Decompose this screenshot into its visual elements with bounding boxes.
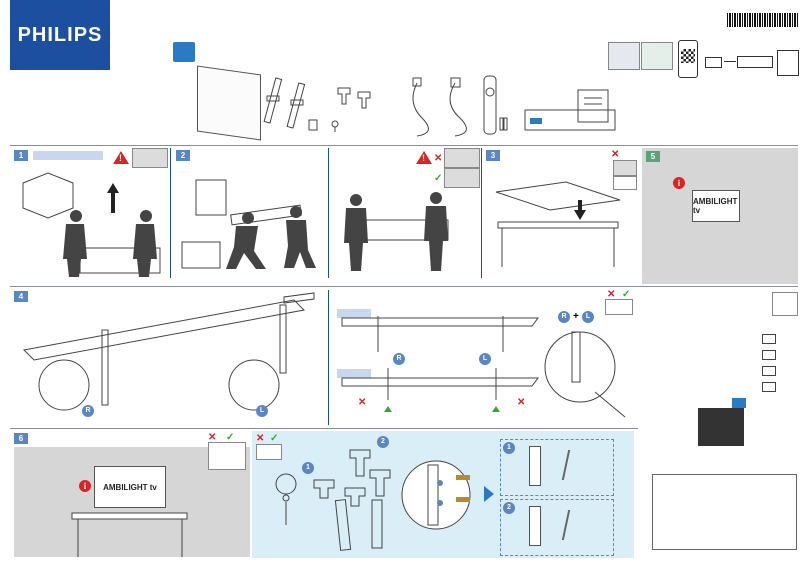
size-icon [762, 350, 776, 360]
size-icon [762, 366, 776, 376]
bracket-tag-icon [732, 398, 746, 408]
info-icon: i [79, 480, 91, 492]
tv-network-icon [641, 42, 673, 70]
cloth-icon [613, 176, 637, 190]
divider [328, 148, 329, 278]
plus-sign: + [573, 311, 579, 322]
cross-mark: ✕ [256, 433, 265, 444]
step-caption [33, 151, 103, 160]
stand-detail [529, 446, 541, 486]
sub-step-2-box [500, 499, 614, 556]
variant-label [337, 369, 371, 378]
tv-setup-icon [608, 42, 640, 70]
sub-step-badge: 1 [503, 442, 515, 454]
brackets-icon [337, 87, 371, 109]
wall-mount-icon [524, 89, 616, 131]
screwdriver-type-icon [256, 444, 282, 460]
unpack-illustration [22, 172, 161, 277]
sub-step-badge: 1 [302, 462, 314, 474]
feet-position-illustration [341, 316, 539, 412]
sub-step-1-box [500, 439, 614, 496]
arrow-icon [724, 61, 736, 62]
qr-code-icon [678, 40, 698, 78]
power-cable-icon [412, 77, 467, 137]
philips-logo: PHILIPS [10, 0, 110, 70]
divider [10, 428, 638, 429]
tick-mark: ✓ [270, 433, 279, 444]
dimensions-diagram [652, 474, 797, 550]
barcode [727, 13, 799, 27]
step-number: 5 [646, 151, 660, 162]
surface-icon [613, 160, 637, 176]
correct-image [444, 168, 480, 188]
website-icon [777, 50, 799, 76]
stand-detail [529, 506, 541, 546]
variant-label [337, 309, 371, 318]
divider [10, 286, 798, 287]
step-number: 1 [14, 150, 28, 161]
cross-mark: ✕ [517, 397, 526, 408]
divider [328, 290, 329, 425]
search-field-icon [737, 56, 773, 68]
divider [10, 145, 798, 146]
left-foot-badge: L [479, 353, 491, 365]
sub-step-badge: 2 [503, 502, 515, 514]
step-number: 4 [14, 291, 28, 302]
next-arrow-icon [484, 486, 494, 502]
cross-mark: ✕ [358, 397, 367, 408]
warning-image [132, 148, 168, 168]
tools-icon [772, 292, 798, 316]
warning-icon: ! [416, 151, 432, 164]
remote-icon [483, 75, 508, 135]
right-foot-badge: R [558, 311, 570, 323]
tv-panel-icon [197, 65, 261, 141]
wall-bracket-image [698, 408, 744, 446]
attach-feet-illustration [22, 292, 315, 411]
divider [170, 148, 171, 278]
tv-table [71, 512, 188, 557]
cross-mark: ✕ [434, 153, 443, 164]
size-icon [762, 382, 776, 392]
stand-usage-icon [208, 442, 246, 470]
right-foot-badge: R [393, 353, 405, 365]
box-icon [173, 42, 195, 62]
step-number: 6 [14, 433, 28, 444]
feet-icon [263, 77, 306, 129]
cross-mark: ✕ [607, 289, 616, 300]
left-foot-badge: L [582, 311, 594, 323]
tick-mark: ✓ [434, 173, 443, 184]
right-foot-badge: R [82, 405, 94, 417]
divider [481, 148, 482, 278]
manual-icon [705, 57, 722, 68]
cross-mark: ✕ [611, 149, 620, 160]
screw-feet-illustration [544, 331, 626, 418]
left-foot-badge: L [256, 405, 268, 417]
table-placement-illustration [495, 181, 621, 267]
tick-mark: ✓ [226, 432, 235, 443]
sub-step-badge: 2 [377, 436, 389, 448]
cross-mark: ✕ [208, 432, 217, 443]
screw-instruction-icon [275, 473, 297, 525]
screwdriver-type-icon [605, 299, 633, 315]
brand-name: PHILIPS [17, 23, 103, 46]
stand-parts-illustration [313, 449, 391, 551]
ambilight-tv-screen: AMBILIGHT tv [94, 466, 166, 508]
step-number: 2 [176, 150, 190, 161]
carry-tv-illustration [344, 192, 449, 271]
foot-detail [561, 510, 605, 540]
info-icon: i [673, 177, 685, 189]
step-number: 3 [486, 150, 500, 161]
tick-mark: ✓ [622, 289, 631, 300]
lift-tv-illustration [181, 179, 316, 269]
size-icon [762, 334, 776, 344]
ambilight-tv-screen: AMBILIGHT tv [692, 190, 740, 222]
warning-icon: ! [113, 151, 129, 164]
screw-detail-illustration [401, 460, 471, 530]
wrong-image [444, 148, 480, 168]
screws-icon [308, 119, 339, 132]
foot-detail [561, 450, 605, 480]
